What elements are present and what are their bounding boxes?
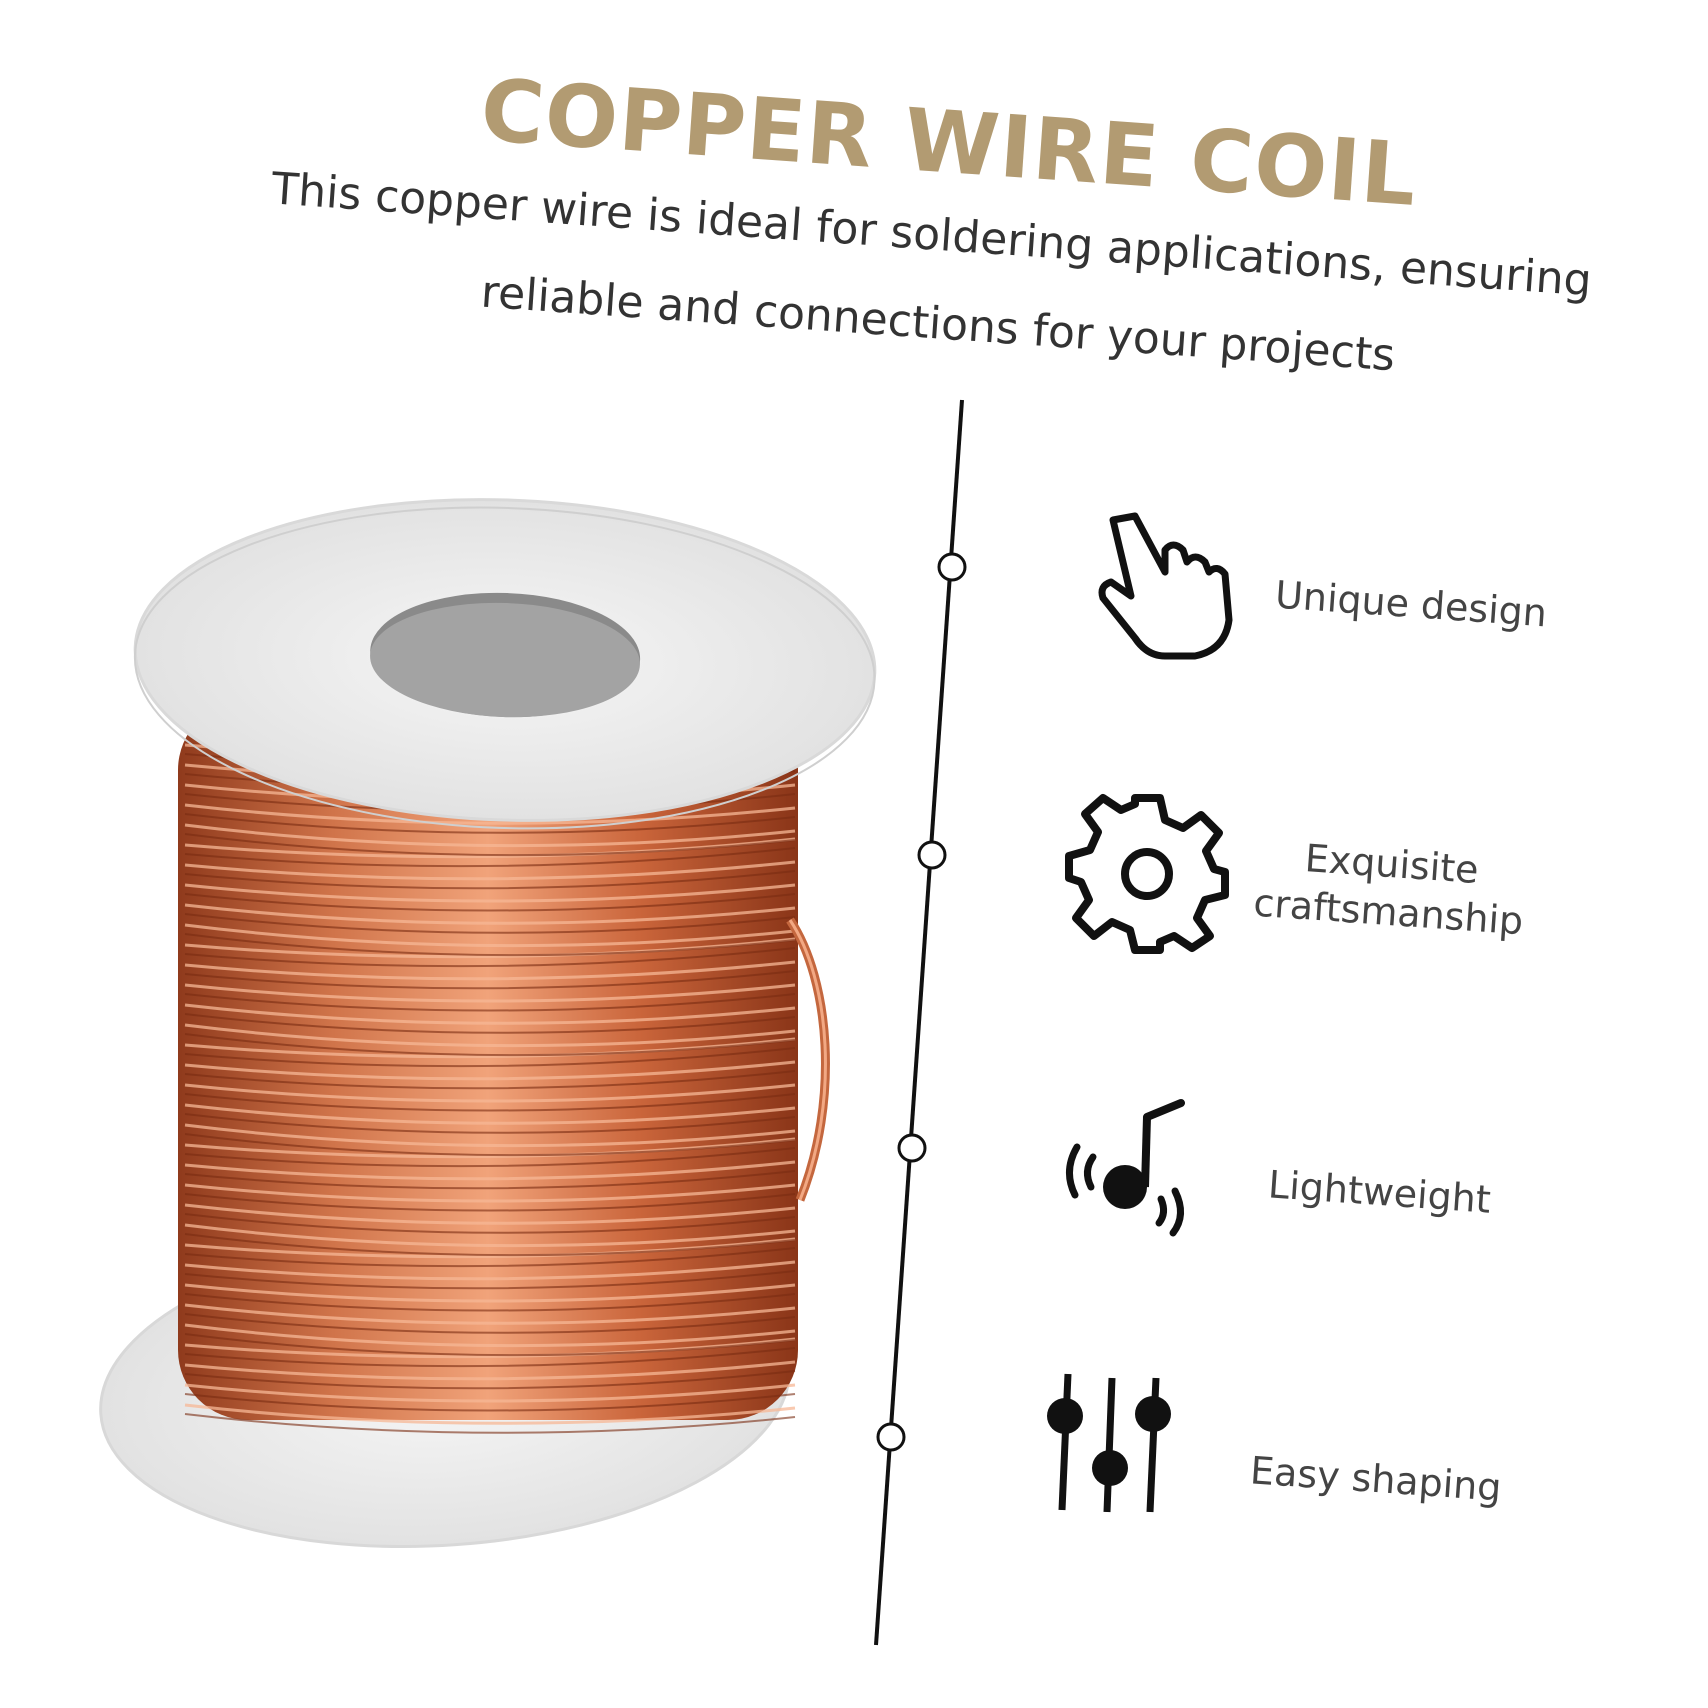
- wire-strand: [184, 1137, 796, 1159]
- wire-strand: [184, 1160, 796, 1181]
- wire-strand: [184, 1283, 796, 1303]
- wire-strand: [184, 803, 796, 825]
- wire-strand-shadow: [184, 1347, 796, 1368]
- wire-strand: [184, 1237, 796, 1259]
- timeline-dot: [876, 1422, 906, 1452]
- wire-strand: [184, 1337, 796, 1359]
- wire-strand: [184, 1123, 796, 1148]
- wire-strand-shadow: [184, 1393, 796, 1412]
- wire-strand-shadow: [184, 1233, 796, 1257]
- wire-strand: [184, 903, 796, 925]
- wire-strand: [184, 923, 796, 948]
- wire-strand-shadow: [184, 833, 796, 857]
- wire-strand-shadow: [184, 1133, 796, 1157]
- wire-strand-shadow: [184, 1093, 796, 1112]
- wire-strand: [184, 1383, 796, 1403]
- timeline-dot: [917, 840, 947, 870]
- wire-strand-shadow: [184, 813, 796, 834]
- wire-strand: [184, 1023, 796, 1048]
- wire-strand-shadow: [184, 1313, 796, 1334]
- wire-strand-shadow: [184, 947, 796, 968]
- wire-strand-shadow: [184, 993, 796, 1012]
- spool-top-flange: [133, 498, 877, 830]
- wire-strand-shadow: [184, 847, 796, 868]
- wire-strand: [184, 823, 796, 848]
- timeline-dot: [897, 1133, 927, 1163]
- wire-strand: [184, 1083, 796, 1103]
- wire-strand-shadow: [184, 1147, 796, 1168]
- wire-strand: [184, 837, 796, 859]
- wire-strand-shadow: [184, 870, 796, 890]
- wire-strand-shadow: [184, 913, 796, 934]
- hand-pointer-icon: [1098, 512, 1233, 660]
- music-note-icon: [1066, 1099, 1185, 1237]
- wire-strand-shadow: [184, 1047, 796, 1068]
- wire-strand: [184, 1360, 796, 1381]
- wire-strand-shadow: [184, 1033, 796, 1057]
- gear-icon: [1065, 794, 1229, 954]
- wire-strand: [184, 1103, 796, 1125]
- wire-strand: [184, 1323, 796, 1348]
- wire-strand-shadow: [184, 1370, 796, 1390]
- wire-strand: [184, 1203, 796, 1225]
- wire-strand: [184, 1223, 796, 1248]
- wire-strand: [184, 1037, 796, 1059]
- wire-strand: [184, 983, 796, 1003]
- wire-strand-shadow: [184, 1413, 796, 1434]
- wire-strand: [184, 1260, 796, 1281]
- feature-label-exquisite-craftsmanship: Exquisite craftsmanship: [1252, 831, 1528, 946]
- wire-strand: [184, 960, 796, 981]
- wire-strand-shadow: [184, 1013, 796, 1034]
- wire-strand-shadow: [184, 1247, 796, 1268]
- wire-strand: [184, 860, 796, 881]
- wire-strand: [184, 1183, 796, 1203]
- wire-strand-shadow: [184, 1333, 796, 1357]
- wire-strand-shadow: [184, 893, 796, 912]
- wire-strand: [184, 1060, 796, 1081]
- wire-strand-shadow: [184, 1293, 796, 1312]
- wire-strand-shadow: [184, 1113, 796, 1134]
- wire-strand: [184, 1303, 796, 1325]
- wire-strand-shadow: [184, 933, 796, 957]
- wire-strand: [184, 1403, 796, 1425]
- wire-strand: [184, 1003, 796, 1025]
- wire-strand-shadow: [184, 1070, 796, 1090]
- wire-strand-shadow: [184, 1170, 796, 1190]
- timeline-line: [874, 399, 964, 1646]
- wire-strand: [184, 937, 796, 959]
- wire-strand-shadow: [184, 1213, 796, 1234]
- equalizer-sliders-icon: [1047, 1373, 1171, 1513]
- wire-strand-shadow: [184, 1193, 796, 1212]
- timeline-dot: [937, 552, 967, 582]
- copper-wire-coil: [178, 700, 830, 1434]
- wire-strand: [184, 883, 796, 903]
- wire-strand-shadow: [184, 970, 796, 990]
- wire-strand-shadow: [184, 1270, 796, 1290]
